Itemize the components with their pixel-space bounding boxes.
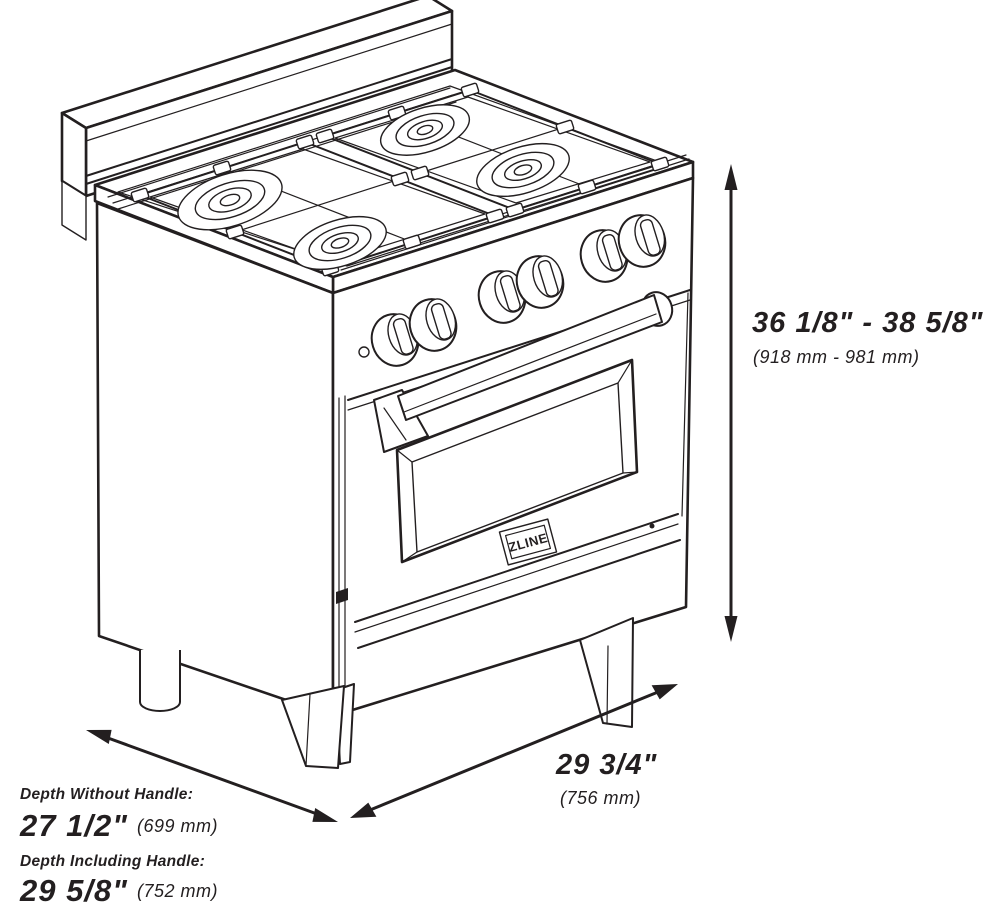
depth-without-handle-mm: (699 mm) <box>137 816 218 836</box>
knob-icon <box>617 214 667 268</box>
width-inches-label: 29 3/4" <box>555 749 658 781</box>
oven-window <box>395 358 639 564</box>
height-mm-label: (918 mm - 981 mm) <box>753 347 920 367</box>
depth-arrow-icon <box>86 729 338 822</box>
cooktop <box>93 68 695 295</box>
burners <box>177 104 570 271</box>
storage-drawer <box>357 523 681 649</box>
height-arrow-icon <box>724 164 738 642</box>
height-dimension: 36 1/8" - 38 5/8" (918 mm - 981 mm) <box>724 164 984 642</box>
indicator-light-icon <box>358 346 370 358</box>
control-knobs <box>370 214 667 367</box>
leg-front-left <box>139 650 181 712</box>
control-panel <box>358 214 667 367</box>
depth-without-handle-label: Depth Without Handle: <box>20 786 193 803</box>
width-arrow-icon <box>350 684 678 818</box>
knob-icon <box>515 255 565 309</box>
knob-icon <box>408 298 458 352</box>
burner-left-front <box>293 215 387 271</box>
grate-feet <box>130 82 670 277</box>
burner-right-back <box>379 104 471 156</box>
oven-door-handle <box>373 291 674 453</box>
depth-including-handle-label: Depth Including Handle: <box>20 853 205 870</box>
width-dimension: 29 3/4" (756 mm) <box>350 684 678 818</box>
width-mm-label: (756 mm) <box>560 788 641 808</box>
depth-including-handle-inches: 29 5/8" <box>19 873 128 908</box>
burner-right-front <box>476 142 570 198</box>
left-side-panel <box>95 201 335 718</box>
depth-without-handle-inches: 27 1/2" <box>19 808 128 843</box>
leg-front-center <box>281 685 345 769</box>
depth-including-handle-mm: (752 mm) <box>137 881 218 901</box>
depth-dimension: Depth Without Handle: 27 1/2" (699 mm) D… <box>19 729 338 908</box>
oven-door: ZLINE <box>336 289 691 703</box>
height-inches-label: 36 1/8" - 38 5/8" <box>752 307 984 339</box>
hinge-icon <box>336 588 348 604</box>
legs <box>139 617 634 769</box>
brand-badge: ZLINE <box>498 518 558 566</box>
burner-left-back <box>177 169 283 231</box>
backguard <box>60 0 454 241</box>
leg-right <box>579 617 634 728</box>
